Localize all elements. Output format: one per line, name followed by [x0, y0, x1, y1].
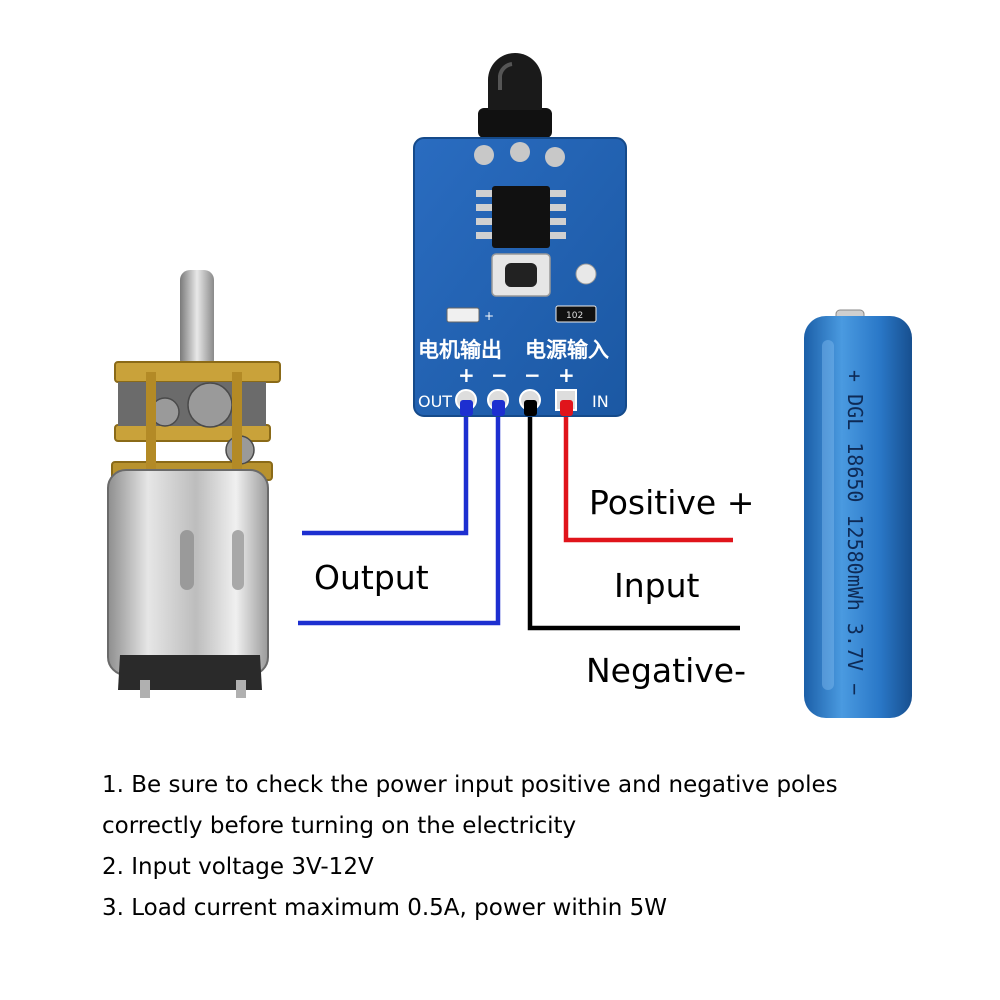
- motor-shaft: [180, 270, 214, 370]
- out-label: OUT: [418, 392, 452, 411]
- note-line: correctly before turning on the electric…: [102, 813, 577, 839]
- motor-terminal: [140, 680, 150, 698]
- sensor-led-highlight: [498, 62, 513, 90]
- wire-output-plus: [302, 408, 469, 536]
- battery-print: + DGL 18650 12580mWh 3.7V −: [843, 370, 867, 695]
- motor-slot: [232, 530, 244, 590]
- resistor-code: 102: [566, 311, 583, 321]
- motor-slot: [180, 530, 194, 590]
- gearbox-post: [232, 372, 242, 472]
- motor-terminal: [236, 680, 246, 698]
- sensor-board: + 102 电机输出 电源输入 + − − + OUT IN: [413, 53, 627, 417]
- note-line: 2. Input voltage 3V-12V: [102, 854, 374, 880]
- input-label: Input: [614, 566, 700, 605]
- battery-body: [804, 316, 912, 718]
- wire-input-negative: [527, 408, 740, 631]
- positive-label: Positive +: [589, 483, 755, 522]
- gear-icon: [187, 382, 233, 428]
- ic-chip: [492, 186, 550, 248]
- solder-pad: [474, 145, 494, 165]
- negative-label: Negative-: [586, 651, 747, 690]
- wires: [298, 408, 740, 631]
- wire-end-blue: [460, 400, 473, 416]
- gearbox-plate-top: [114, 361, 281, 383]
- push-button-cap: [505, 263, 537, 287]
- status-led-plus: +: [484, 309, 494, 323]
- gear-motor: [107, 270, 281, 698]
- wire-end-black: [524, 400, 537, 416]
- wire-end-red: [560, 400, 573, 416]
- resistor: [555, 305, 597, 323]
- note-line: 1. Be sure to check the power input posi…: [102, 772, 838, 798]
- battery-highlight: [822, 340, 834, 690]
- power-input-label: 电源输入: [525, 338, 609, 362]
- gearbox-post: [146, 372, 156, 472]
- motor-end-cap: [118, 655, 262, 690]
- in-plus-mark: +: [558, 363, 575, 387]
- output-label: Output: [314, 558, 429, 597]
- capacitor: [575, 263, 597, 285]
- solder-pad: [545, 147, 565, 167]
- wiring-diagram: + 102 电机输出 电源输入 + − − + OUT IN + DGL 186…: [107, 53, 912, 718]
- status-led: [446, 307, 480, 323]
- sensor-led-base: [478, 108, 552, 138]
- wire-end-blue: [492, 400, 505, 416]
- out-minus-mark: −: [491, 363, 508, 387]
- battery-18650: + DGL 18650 12580mWh 3.7V −: [804, 309, 912, 718]
- solder-pad: [510, 142, 530, 162]
- note-line: 3. Load current maximum 0.5A, power with…: [102, 895, 668, 921]
- out-plus-mark: +: [458, 363, 475, 387]
- motor-output-label: 电机输出: [418, 338, 502, 362]
- usage-notes: 1. Be sure to check the power input posi…: [102, 765, 962, 929]
- in-label: IN: [592, 392, 609, 411]
- in-minus-mark: −: [524, 363, 541, 387]
- sensor-led: [488, 53, 542, 110]
- wire-input-positive: [563, 408, 733, 543]
- wire-output-minus: [298, 408, 501, 626]
